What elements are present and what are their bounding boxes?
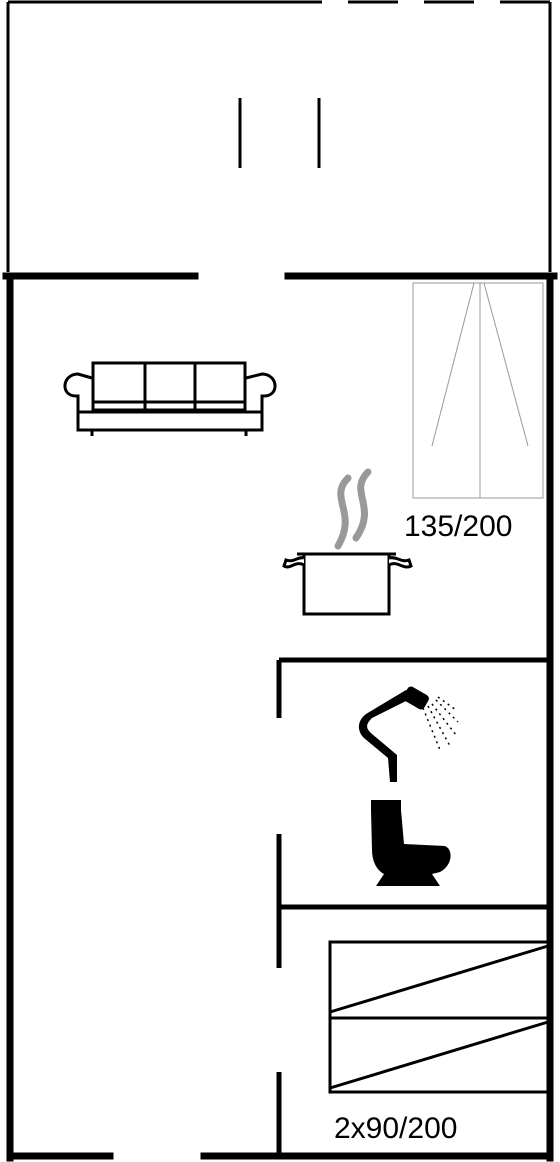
terrace-area: [6, 0, 552, 272]
partitions: [276, 657, 550, 1156]
toilet-icon: [371, 800, 451, 886]
double-bed-icon: [412, 282, 544, 499]
sofa-icon: [63, 361, 277, 436]
twin-beds-label: 2x90/200: [334, 1112, 457, 1145]
shower-icon: [358, 686, 459, 782]
cooking-pot-icon: [282, 468, 413, 616]
walls: [2, 272, 558, 1162]
twin-beds-icon: [328, 940, 550, 1094]
double-bed-label: 135/200: [404, 510, 512, 543]
